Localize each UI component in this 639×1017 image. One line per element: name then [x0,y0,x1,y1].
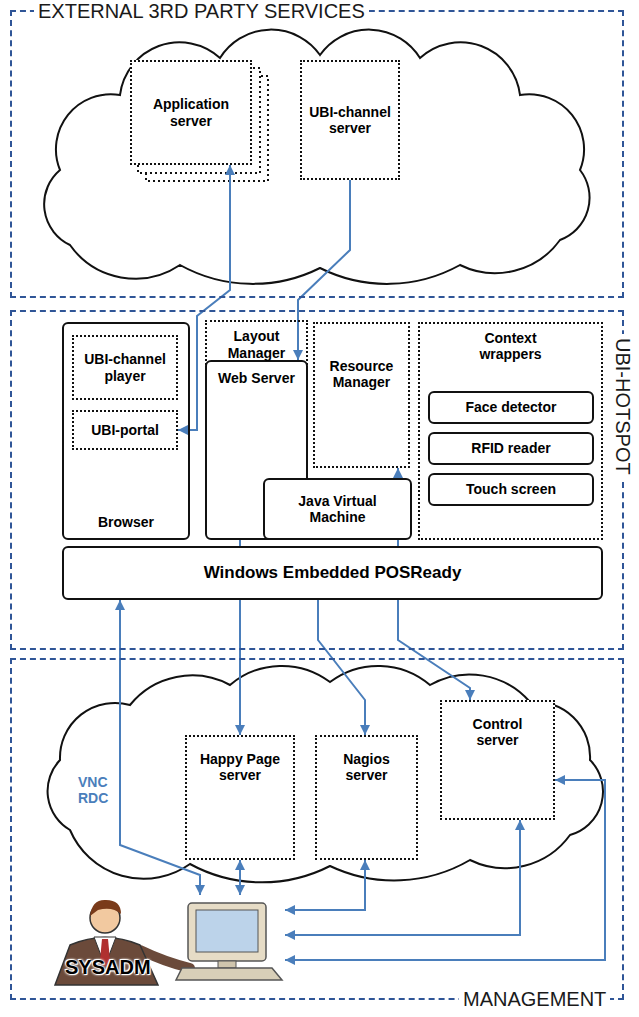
server-box: UBI-channel server [300,60,400,180]
monitor [188,903,266,961]
wrapper-group: Context wrappersFace detectorRFID reader… [418,322,603,540]
node-label: Web Server [218,370,295,386]
os-bar: Windows Embedded POSReady [62,546,603,600]
cloud-shape [44,30,589,284]
server-box: Application server [130,60,252,165]
node-label: RFID reader [471,440,550,456]
node-label: UBI-channel player [78,351,172,383]
node-label: Nagios server [337,751,397,783]
server-box: Control server [440,700,555,820]
monitor-stand [218,961,236,968]
node-label: Java Virtual Machine [290,493,385,525]
screen [196,910,258,952]
region-title: UBI-HOTSPOT [612,334,634,479]
connector-arrow [239,860,241,895]
browser-box: Browser UBI-channel playerUBI-portal [62,322,190,540]
sensor-box: Touch screen [428,473,594,506]
hair [90,900,121,916]
server-box: Happy Page server [185,735,295,860]
node-label: Application server [141,96,241,128]
node-label: UBI-portal [91,422,159,438]
node-label: Touch screen [466,481,556,497]
sensor-box: RFID reader [428,432,594,465]
region-band: UBI-HOTSPOTBrowserUBI-channel playerUBI-… [10,310,624,650]
node-label: SYSADM [65,956,151,979]
region-title: EXTERNAL 3RD PARTY SERVICES [34,0,369,22]
node-label: Happy Page server [198,751,283,783]
node-label: UBI-channel server [306,104,394,136]
player-box: UBI-channel player [72,335,178,400]
node-label: Context wrappers [471,330,551,362]
keyboard [176,968,282,980]
connector-label: VNC RDC [76,773,118,807]
sysadm-illustration [55,900,282,985]
node-label: Resource Manager [319,358,404,390]
sysadm-figure: SYSADM [20,895,285,985]
node-label: Face detector [465,399,556,415]
node-label: Browser [98,514,154,530]
node-label: Windows Embedded POSReady [204,563,462,583]
region-band: EXTERNAL 3RD PARTY SERVICESApplication s… [10,10,624,298]
server-box: Nagios server [315,735,418,860]
node-label: Layout Manager [217,328,297,360]
region-title: MANAGEMENT [459,988,610,1010]
connector-arrow [318,600,365,735]
connector-arrow [285,860,365,910]
sensor-box: Face detector [428,391,594,424]
suit [55,938,158,986]
node-label: Control server [463,716,533,748]
manager-box: Resource Manager [313,322,410,468]
region-band: MANAGEMENTHappy Page serverNagios server… [10,658,624,1000]
jvm-box: Java Virtual Machine [263,478,412,540]
portal-box: UBI-portal [72,410,178,450]
